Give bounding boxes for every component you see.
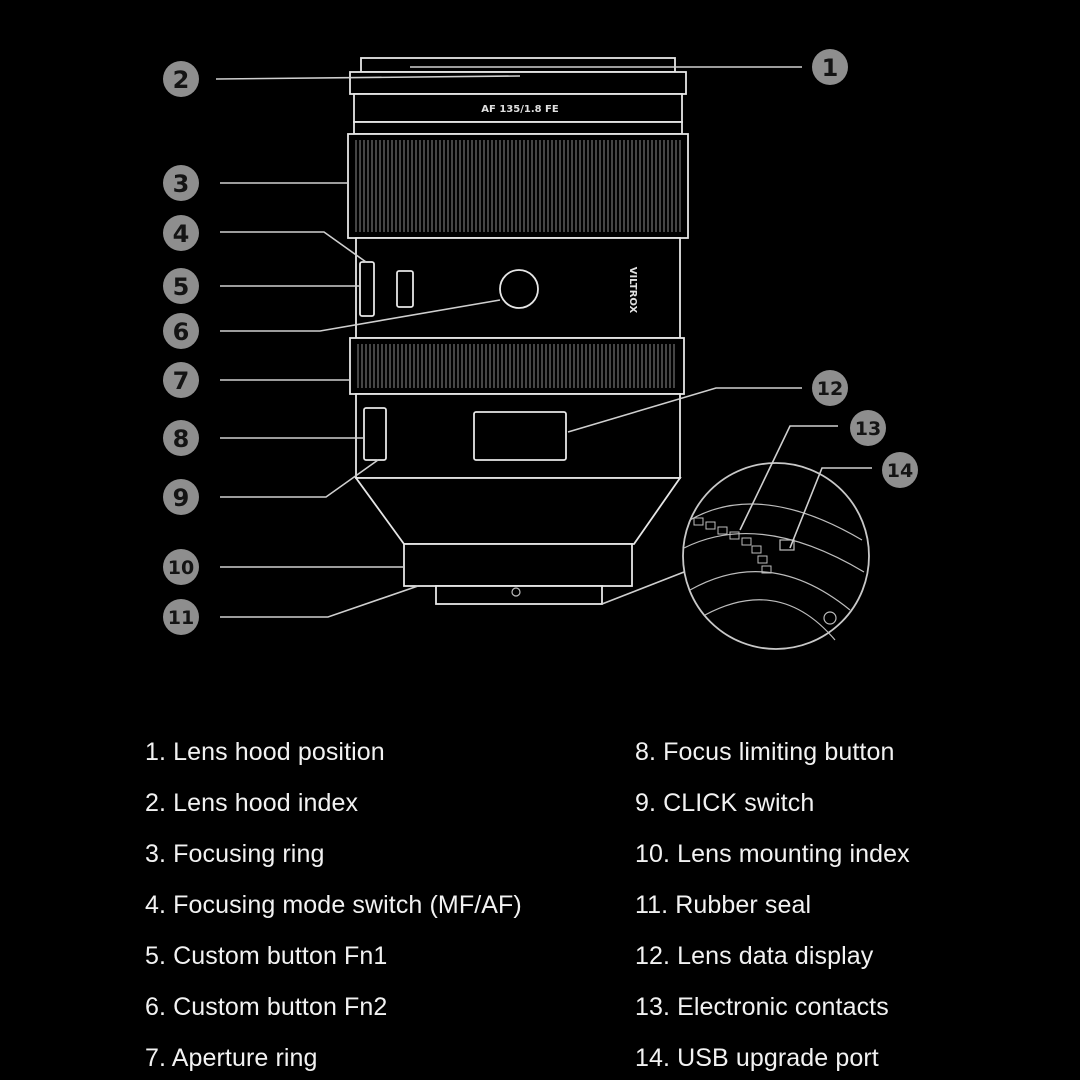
lens-body: AF 135/1.8 FE VILTROX <box>348 58 688 604</box>
callout-number: 3 <box>173 170 190 198</box>
callout-12: 12 <box>812 370 848 406</box>
callout-3: 3 <box>163 165 199 201</box>
brand-label: VILTROX <box>627 267 638 314</box>
callout-number: 10 <box>168 557 194 579</box>
callout-number: 2 <box>173 66 190 94</box>
callout-10: 10 <box>163 549 199 585</box>
legend-item: 13. Electronic contacts <box>635 993 889 1022</box>
callout-number: 1 <box>822 54 839 82</box>
lens-diagram: AF 135/1.8 FE VILTROX <box>0 0 1080 700</box>
legend-item: 14. USB upgrade port <box>635 1044 879 1073</box>
legend-item: 12. Lens data display <box>635 942 873 971</box>
callout-number: 9 <box>173 484 190 512</box>
callout-number: 13 <box>855 418 881 440</box>
callout-number: 6 <box>173 318 190 346</box>
lens-data-display-shape <box>474 412 566 460</box>
callout-number: 8 <box>173 425 190 453</box>
callout-9: 9 <box>163 479 199 515</box>
legend-item: 2. Lens hood index <box>145 789 358 818</box>
callout-7: 7 <box>163 362 199 398</box>
legend-item: 9. CLICK switch <box>635 789 814 818</box>
callout-14: 14 <box>882 452 918 488</box>
callout-1: 1 <box>812 49 848 85</box>
legend-item: 10. Lens mounting index <box>635 840 910 869</box>
legend-item: 8. Focus limiting button <box>635 738 894 767</box>
callout-number: 7 <box>173 367 190 395</box>
callout-11: 11 <box>163 599 199 635</box>
callout-number: 12 <box>817 378 843 400</box>
callout-2: 2 <box>163 61 199 97</box>
callout-5: 5 <box>163 268 199 304</box>
callout-4: 4 <box>163 215 199 251</box>
legend-item: 1. Lens hood position <box>145 738 385 767</box>
callout-number: 5 <box>173 273 190 301</box>
callout-number: 14 <box>887 460 913 482</box>
callout-number: 4 <box>173 220 190 248</box>
legend-item: 4. Focusing mode switch (MF/AF) <box>145 891 522 920</box>
legend-item: 6. Custom button Fn2 <box>145 993 387 1022</box>
callout-8: 8 <box>163 420 199 456</box>
legend-item: 5. Custom button Fn1 <box>145 942 387 971</box>
focusing-ring-shape <box>348 134 688 238</box>
callout-13: 13 <box>850 410 886 446</box>
fn2-button-shape <box>500 270 538 308</box>
callout-number: 11 <box>168 607 194 629</box>
legend-item: 7. Aperture ring <box>145 1044 318 1073</box>
legend-item: 11. Rubber seal <box>635 891 811 920</box>
legend-item: 3. Focusing ring <box>145 840 324 869</box>
lens-model-label: AF 135/1.8 FE <box>481 104 559 115</box>
callout-6: 6 <box>163 313 199 349</box>
